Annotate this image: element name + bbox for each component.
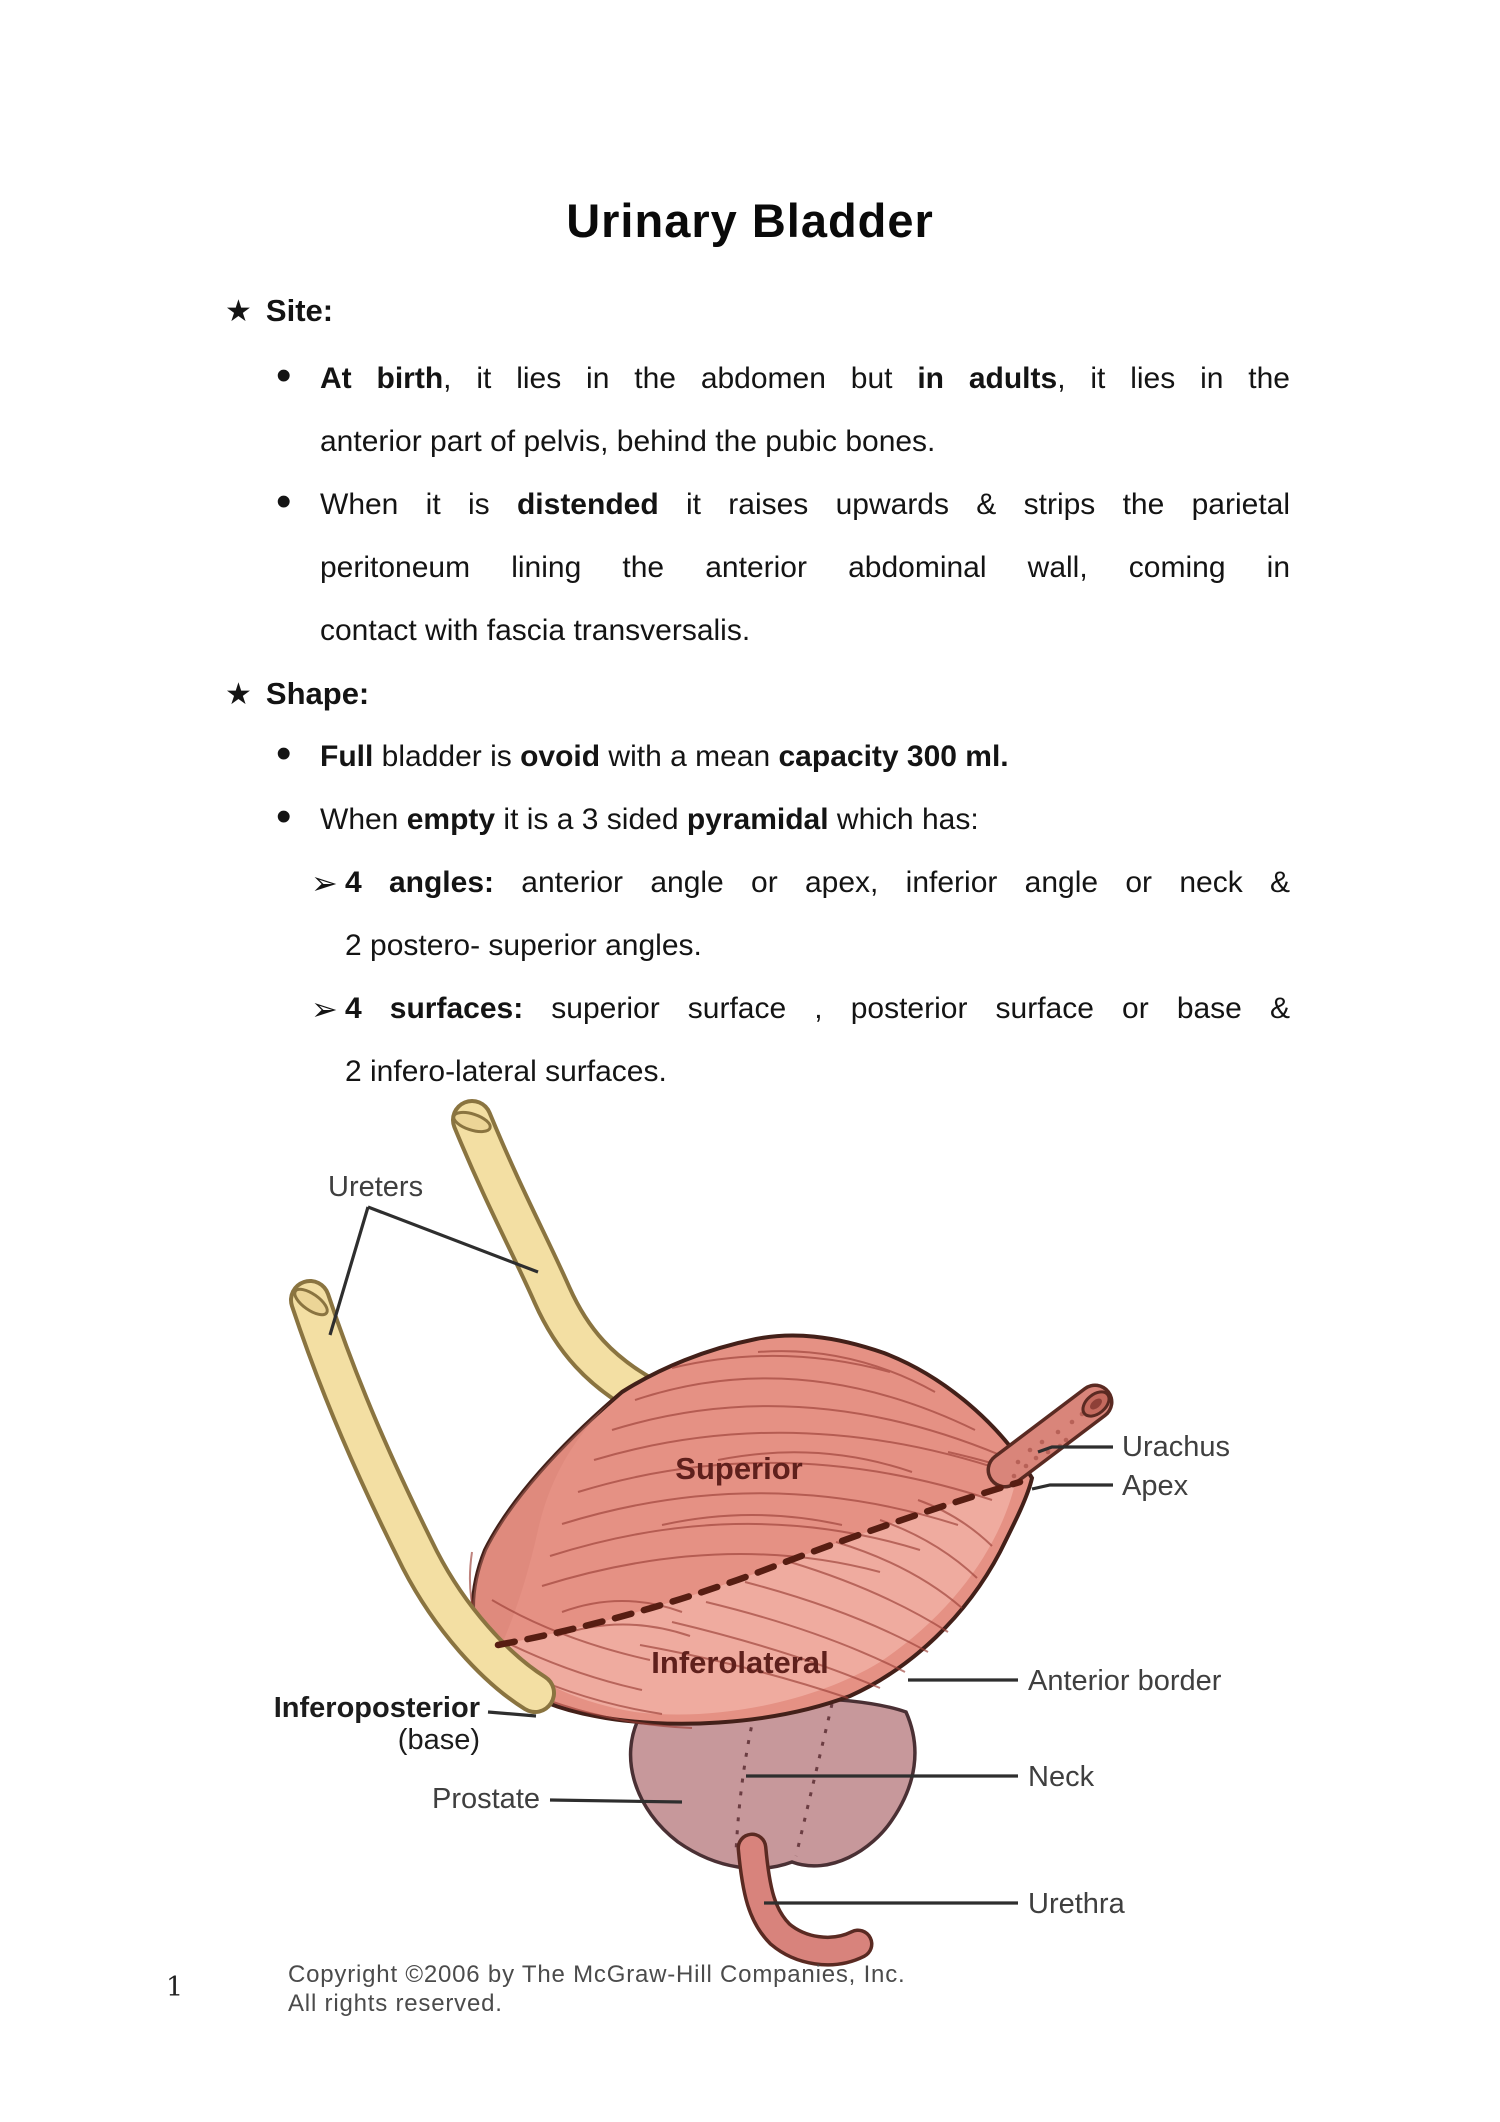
label-ureters: Ureters xyxy=(328,1171,423,1203)
ureter-opening xyxy=(452,1110,492,1134)
body-line: When empty it is a 3 sided pyramidal whi… xyxy=(320,798,1290,842)
dashed-reflection-line xyxy=(494,1478,1024,1649)
text-segment: When it is xyxy=(320,488,517,521)
leader-lines xyxy=(328,1205,1113,1905)
ureters-leader-right xyxy=(367,1205,539,1274)
bullet-icon: • xyxy=(276,729,292,778)
bullet-icon: • xyxy=(276,477,292,526)
text-segment: it raises upwards & strips the parietal xyxy=(658,488,1291,521)
inferolateral-facet xyxy=(498,1484,1015,1715)
text-segment: When xyxy=(320,803,407,836)
label-neck: Neck xyxy=(1028,1761,1095,1793)
shape-heading-text: Shape: xyxy=(265,676,370,711)
arrow-bullet-icon: ➢ xyxy=(311,865,338,901)
label-base: (base) xyxy=(398,1724,480,1756)
body-line: 4 surfaces: superior surface , posterior… xyxy=(345,987,1290,1031)
text-segment: , it lies in the xyxy=(1057,362,1290,395)
label-urethra: Urethra xyxy=(1028,1888,1126,1920)
text-segment: ovoid xyxy=(520,740,601,773)
urethra xyxy=(736,1832,874,1967)
label-superior: Superior xyxy=(675,1451,802,1486)
body-line: Full bladder is ovoid with a mean capaci… xyxy=(320,735,1290,779)
body-line: 2 infero-lateral surfaces. xyxy=(345,1050,1290,1094)
text-segment: peritoneum lining the anterior abdominal… xyxy=(320,551,1290,584)
arrow-bullet-icon: ➢ xyxy=(311,991,338,1027)
label-prostate: Prostate xyxy=(432,1783,540,1815)
text-segment: empty xyxy=(406,803,496,836)
urachus-stipple xyxy=(1011,1411,1085,1479)
text-segment: bladder is xyxy=(373,740,521,773)
label-apex: Apex xyxy=(1122,1470,1189,1502)
label-urachus: Urachus xyxy=(1122,1431,1230,1463)
dome-shading xyxy=(473,1392,622,1665)
urachus-leader xyxy=(1037,1445,1113,1454)
text-segment: with a mean xyxy=(600,740,779,773)
text-segment: anterior part of pelvis, behind the pubi… xyxy=(320,425,936,458)
text-segment: At birth xyxy=(320,362,444,395)
body-line: anterior part of pelvis, behind the pubi… xyxy=(320,420,1290,464)
prostate-seam xyxy=(794,1703,834,1857)
text-segment: 4 angles: xyxy=(345,866,495,899)
page-number: 1 xyxy=(166,1972,184,2003)
label-inferoposterior: Inferoposterior xyxy=(274,1692,480,1724)
inferoposterior-leader xyxy=(487,1710,537,1718)
bullet-icon: • xyxy=(276,792,292,841)
text-segment: contact with fascia transversalis. xyxy=(320,614,751,647)
ureter-right xyxy=(451,1099,669,1419)
section-heading-site: ★ Site: xyxy=(225,289,333,334)
text-segment: 4 surfaces: xyxy=(345,992,524,1025)
site-heading-text: Site: xyxy=(265,293,334,328)
text-segment: superior surface , posterior surface or … xyxy=(523,992,1290,1025)
text-segment: 2 infero-lateral surfaces. xyxy=(345,1055,667,1088)
diagram-labels: Ureters Superior Urachus Apex Inferolate… xyxy=(274,1171,1230,1920)
label-anterior-border: Anterior border xyxy=(1028,1665,1222,1697)
star-icon: ★ xyxy=(225,678,252,711)
text-segment: which has: xyxy=(828,803,979,836)
label-inferolateral: Inferolateral xyxy=(651,1645,828,1680)
text-segment: capacity 300 ml. xyxy=(778,740,1009,773)
body-line: contact with fascia transversalis. xyxy=(320,609,1290,653)
bullet-icon: • xyxy=(276,351,292,400)
text-segment: 2 postero- superior angles. xyxy=(345,929,702,962)
text-segment: it is a 3 sided xyxy=(495,803,687,836)
text-segment: anterior angle or apex, inferior angle o… xyxy=(494,866,1290,899)
page-title: Urinary Bladder xyxy=(566,194,934,247)
body-line: When it is distended it raises upwards &… xyxy=(320,483,1290,527)
star-icon: ★ xyxy=(225,295,252,328)
copyright-line-1: Copyright ©2006 by The McGraw-Hill Compa… xyxy=(288,1961,906,1988)
ureters-leader-left xyxy=(328,1206,370,1336)
text-segment: , it lies in the abdomen but xyxy=(443,362,918,395)
ureter-left xyxy=(289,1279,556,1714)
copyright-line-2: All rights reserved. xyxy=(288,1990,503,2017)
text-segment: Full xyxy=(320,740,374,773)
urachus-lumen xyxy=(1090,1398,1102,1410)
apex-leader xyxy=(1031,1483,1113,1491)
body-line: At birth, it lies in the abdomen but in … xyxy=(320,357,1290,401)
section-heading-shape: ★ Shape: xyxy=(225,672,369,717)
text-segment: distended xyxy=(516,488,659,521)
body-line: 4 angles: anterior angle or apex, inferi… xyxy=(345,861,1290,905)
text-segment: in adults xyxy=(917,362,1058,395)
body-line: 2 postero- superior angles. xyxy=(345,924,1290,968)
text-segment: pyramidal xyxy=(686,803,829,836)
prostate xyxy=(628,1695,917,1871)
prostate-leader xyxy=(549,1798,683,1804)
body-line: peritoneum lining the anterior abdominal… xyxy=(320,546,1290,590)
urachus xyxy=(986,1383,1114,1489)
bladder-body xyxy=(469,1333,1035,1729)
ureter-opening xyxy=(293,1287,329,1317)
